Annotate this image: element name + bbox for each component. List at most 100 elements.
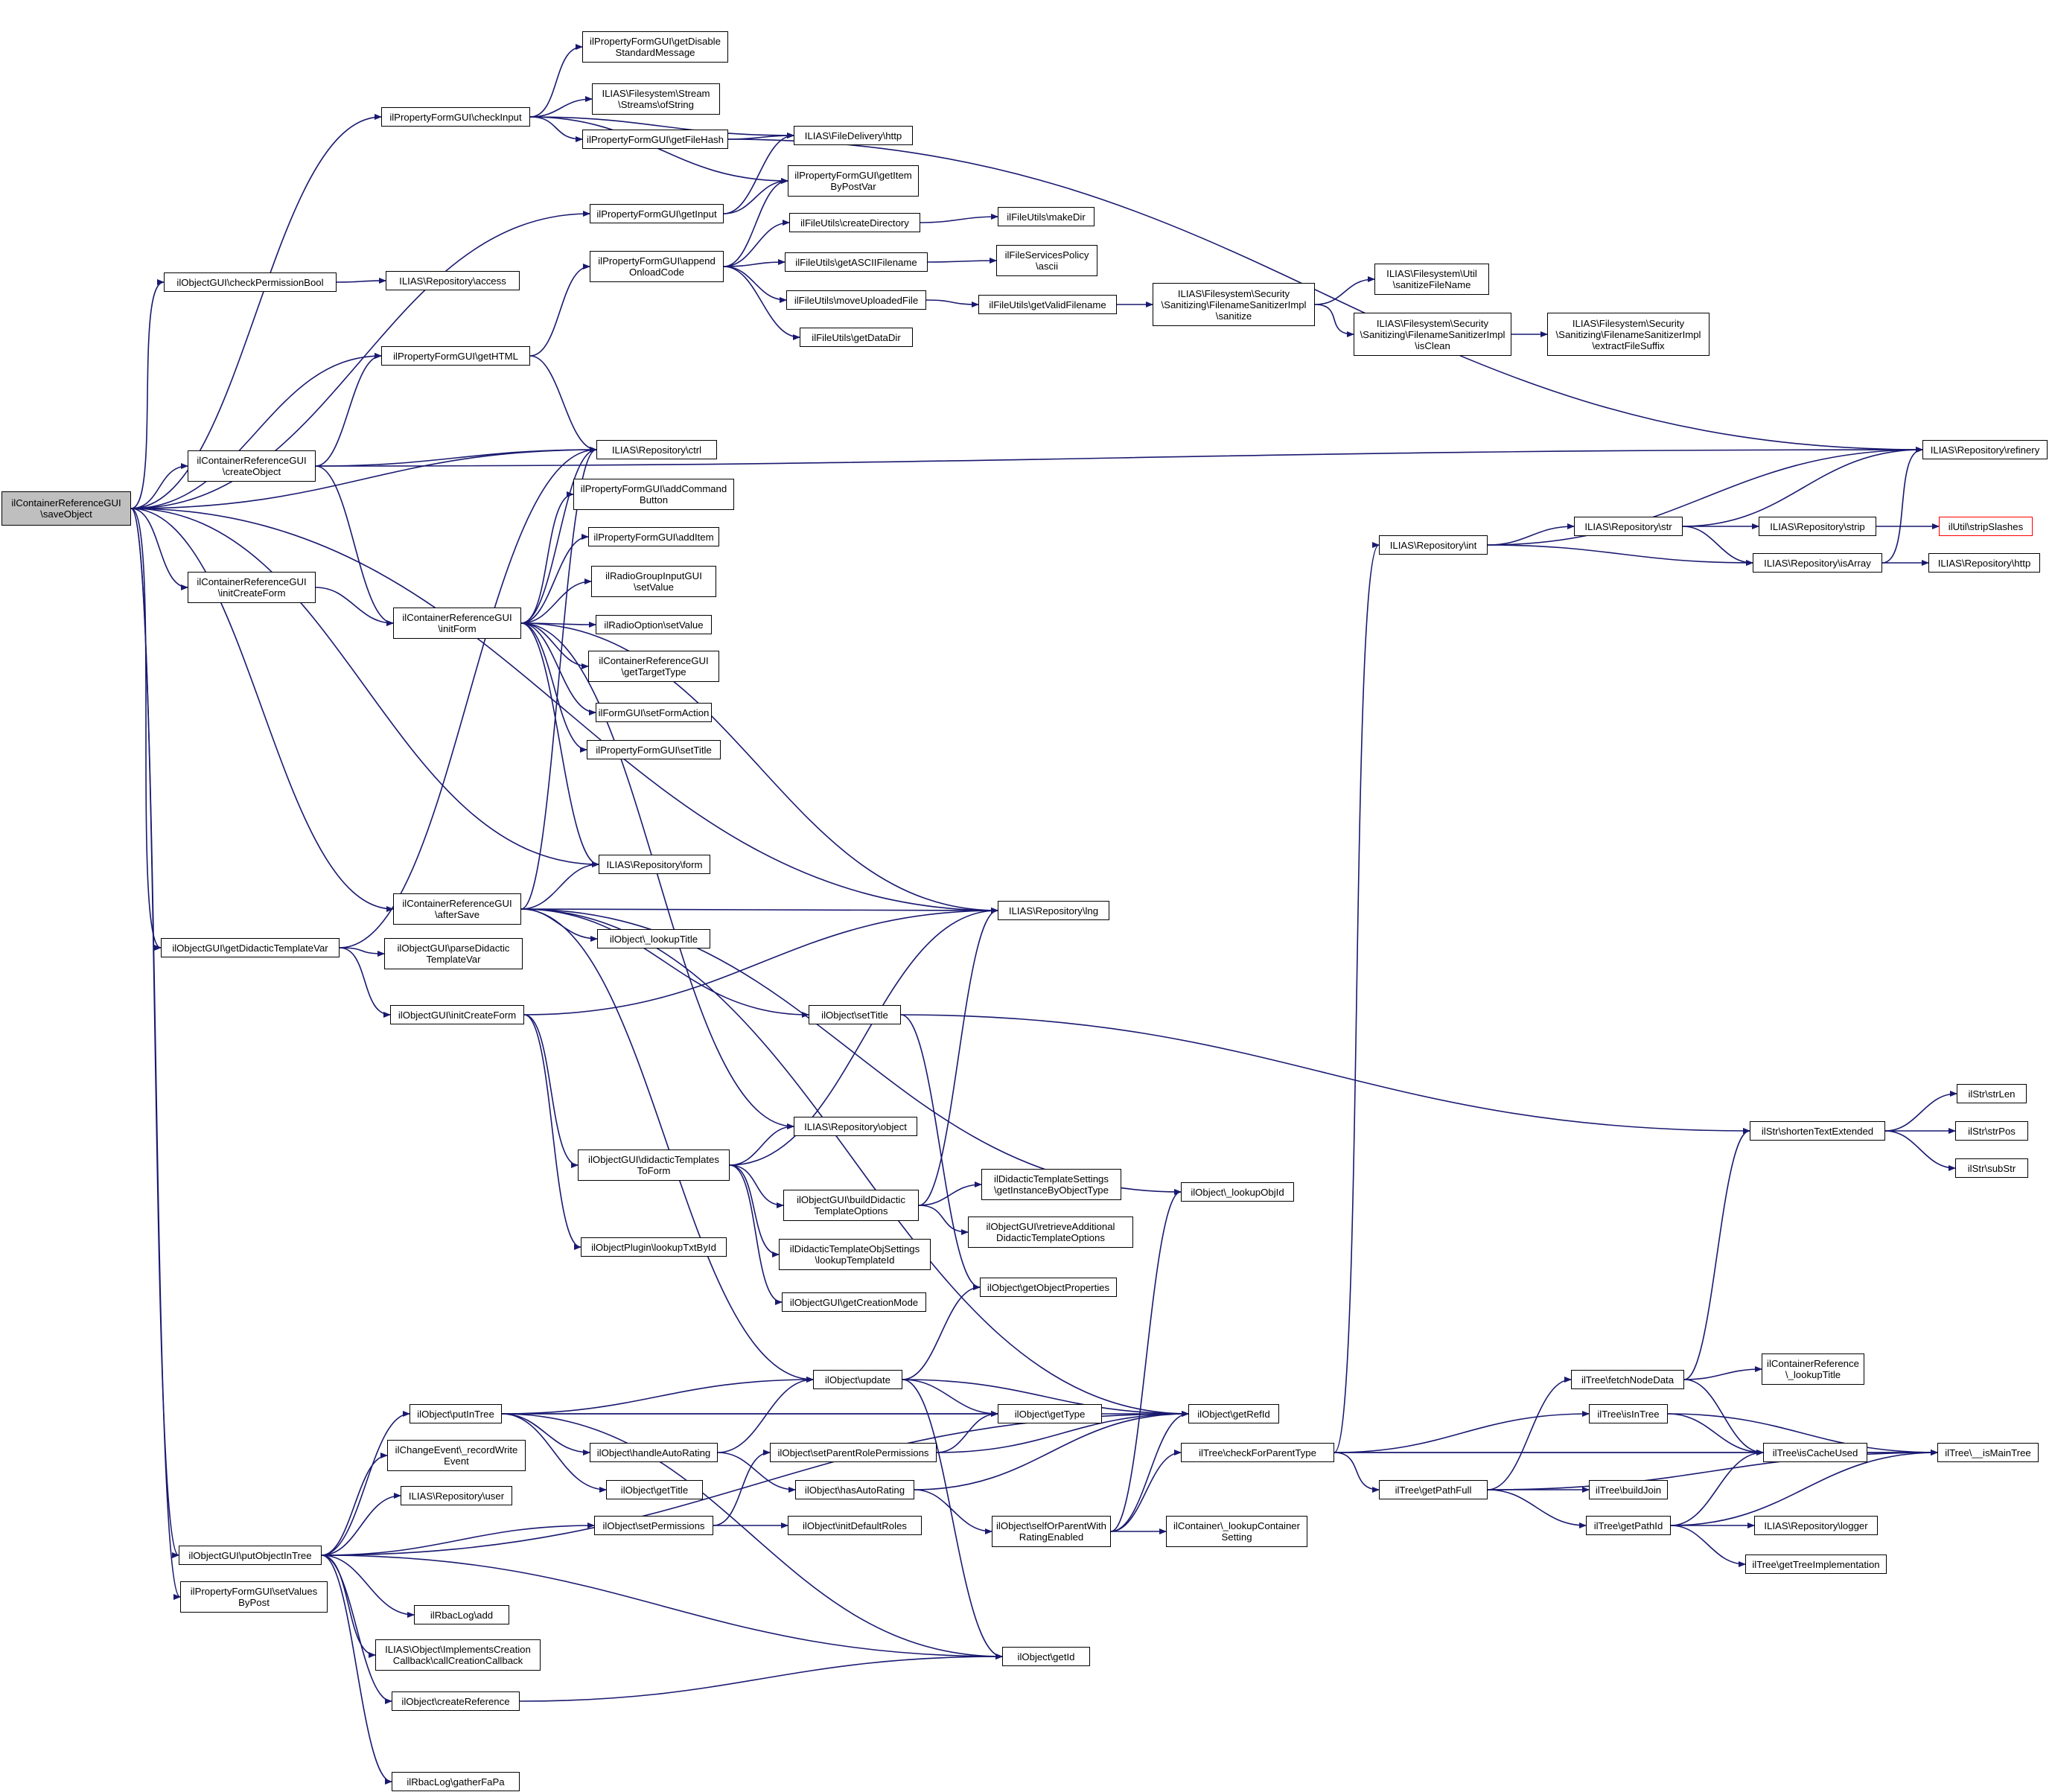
node-parseDidacticTemplateVar[interactable]: ilObjectGUI\parseDidactic TemplateVar: [384, 938, 523, 969]
node-setParentRolePermissions[interactable]: ilObject\setParentRolePermissions: [770, 1443, 937, 1462]
edge-n80-n64: [1487, 1377, 1572, 1490]
node-saveObject[interactable]: ilContainerReferenceGUI \saveObject: [1, 491, 131, 526]
node-callCreationCallback[interactable]: ILIAS\Object\ImplementsCreation Callback…: [375, 1639, 541, 1671]
node-getValidFilename[interactable]: ilFileUtils\getValidFilename: [978, 295, 1117, 314]
node-repository-refinery[interactable]: ILIAS\Repository\refinery: [1922, 440, 2048, 459]
node-lookupObjId[interactable]: ilObject\_lookupObjId: [1181, 1182, 1294, 1202]
node-didacticTemplatesToForm[interactable]: ilObjectGUI\didacticTemplates ToForm: [578, 1150, 730, 1181]
node-policy-ascii[interactable]: ilFileServicesPolicy \ascii: [996, 245, 1097, 276]
node-repository-logger[interactable]: ILIAS\Repository\logger: [1754, 1516, 1878, 1535]
node-getHTML[interactable]: ilPropertyFormGUI\getHTML: [381, 346, 530, 366]
node-setPermissions[interactable]: ilObject\setPermissions: [594, 1516, 713, 1535]
node-handleAutoRating[interactable]: ilObject\handleAutoRating: [590, 1443, 718, 1462]
node-repository-user[interactable]: ILIAS\Repository\user: [401, 1486, 512, 1505]
node-shortenTextExtended[interactable]: ilStr\shortenTextExtended: [1750, 1121, 1885, 1141]
node-isMainTree[interactable]: ilTree\__isMainTree: [1937, 1443, 2039, 1462]
node-getPathId[interactable]: ilTree\getPathId: [1586, 1516, 1671, 1535]
node-setFormAction[interactable]: ilFormGUI\setFormAction: [596, 703, 712, 722]
edge-n45-n49: [339, 947, 391, 1018]
node-repository-object[interactable]: ILIAS\Repository\object: [794, 1117, 917, 1136]
node-fetchNodeData[interactable]: ilTree\fetchNodeData: [1571, 1370, 1684, 1389]
node-lookupContainerSetting[interactable]: ilContainer\_lookupContainer Setting: [1166, 1516, 1307, 1547]
node-getTreeImplementation[interactable]: ilTree\getTreeImplementation: [1745, 1555, 1887, 1574]
node-retrieveAdditionalDidacticTemplateOptions[interactable]: ilObjectGUI\retrieveAdditional DidacticT…: [968, 1217, 1133, 1248]
node-getId[interactable]: ilObject\getId: [1002, 1647, 1090, 1666]
node-stripSlashes[interactable]: ilUtil\stripSlashes: [1939, 517, 2033, 536]
node-afterSave[interactable]: ilContainerReferenceGUI \afterSave: [393, 893, 521, 925]
node-isCacheUsed[interactable]: ilTree\isCacheUsed: [1763, 1443, 1867, 1462]
node-moveUploadedFile[interactable]: ilFileUtils\moveUploadedFile: [786, 290, 926, 310]
node-objectgui-initCreateForm[interactable]: ilObjectGUI\initCreateForm: [390, 1005, 524, 1024]
node-sanitizer-extractFileSuffix[interactable]: ILIAS\Filesystem\Security \Sanitizing\Fi…: [1547, 313, 1710, 356]
node-getCreationMode[interactable]: ilObjectGUI\getCreationMode: [782, 1292, 926, 1312]
node-repository-http[interactable]: ILIAS\Repository\http: [1928, 553, 2040, 573]
node-getTargetType[interactable]: ilContainerReferenceGUI \getTargetType: [588, 651, 719, 682]
node-getInput[interactable]: ilPropertyFormGUI\getInput: [590, 204, 724, 223]
node-createObject[interactable]: ilContainerReferenceGUI \createObject: [188, 450, 316, 482]
node-getFileHash[interactable]: ilPropertyFormGUI\getFileHash: [582, 130, 728, 149]
node-subStr[interactable]: ilStr\subStr: [1955, 1158, 2028, 1178]
node-form-setTitle[interactable]: ilPropertyFormGUI\setTitle: [587, 740, 721, 759]
node-repository-lng[interactable]: ILIAS\Repository\lng: [998, 901, 1109, 920]
node-selfOrParentWithRatingEnabled[interactable]: ilObject\selfOrParentWith RatingEnabled: [992, 1516, 1111, 1547]
node-checkForParentType[interactable]: ilTree\checkForParentType: [1181, 1443, 1334, 1462]
node-addItem[interactable]: ilPropertyFormGUI\addItem: [588, 527, 719, 546]
node-hasAutoRating[interactable]: ilObject\hasAutoRating: [795, 1480, 914, 1499]
node-initForm[interactable]: ilContainerReferenceGUI \initForm: [393, 608, 521, 639]
node-repository-str[interactable]: ILIAS\Repository\str: [1574, 517, 1683, 536]
node-rbaclog-add[interactable]: ilRbacLog\add: [414, 1605, 509, 1624]
node-putObjectInTree[interactable]: ilObjectGUI\putObjectInTree: [179, 1546, 322, 1565]
node-initCreateForm-container[interactable]: ilContainerReferenceGUI \initCreateForm: [188, 572, 316, 603]
node-initDefaultRoles[interactable]: ilObject\initDefaultRoles: [788, 1516, 922, 1535]
node-repository-form[interactable]: ILIAS\Repository\form: [599, 855, 710, 874]
node-object-update[interactable]: ilObject\update: [813, 1370, 902, 1389]
node-object-setTitle[interactable]: ilObject\setTitle: [809, 1005, 901, 1024]
node-getObjectProperties[interactable]: ilObject\getObjectProperties: [980, 1278, 1117, 1297]
node-createReference[interactable]: ilObject\createReference: [392, 1691, 520, 1711]
node-getInstanceByObjectType[interactable]: ilDidacticTemplateSettings \getInstanceB…: [981, 1169, 1121, 1200]
node-repository-isArray[interactable]: ILIAS\Repository\isArray: [1753, 553, 1882, 573]
node-getDataDir[interactable]: ilFileUtils\getDataDir: [800, 328, 913, 347]
node-getPathFull[interactable]: ilTree\getPathFull: [1379, 1480, 1488, 1499]
node-radiooption-setValue[interactable]: ilRadioOption\setValue: [596, 615, 712, 634]
node-buildJoin[interactable]: ilTree\buildJoin: [1589, 1480, 1668, 1499]
node-radiogroup-setValue[interactable]: ilRadioGroupInputGUI \setValue: [591, 566, 716, 597]
node-repository-int[interactable]: ILIAS\Repository\int: [1379, 535, 1488, 555]
node-getRefId[interactable]: ilObject\getRefId: [1188, 1404, 1279, 1423]
node-repository-strip[interactable]: ILIAS\Repository\strip: [1759, 517, 1876, 536]
node-lookupTxtById[interactable]: ilObjectPlugin\lookupTxtById: [581, 1237, 727, 1257]
node-getASCIIFilename[interactable]: ilFileUtils\getASCIIFilename: [785, 252, 928, 272]
node-makeDir[interactable]: ilFileUtils\makeDir: [998, 207, 1094, 226]
node-containerreference-lookupTitle[interactable]: ilContainerReference \_lookupTitle: [1762, 1353, 1864, 1385]
node-filedelivery-http[interactable]: ILIAS\FileDelivery\http: [794, 126, 913, 145]
node-ofString[interactable]: ILIAS\Filesystem\Stream \Streams\ofStrin…: [592, 83, 720, 115]
edge-n87-n67: [321, 1411, 410, 1556]
node-isInTree[interactable]: ilTree\isInTree: [1589, 1404, 1668, 1423]
node-strLen[interactable]: ilStr\strLen: [1957, 1084, 2027, 1103]
node-getTitle[interactable]: ilObject\getTitle: [606, 1480, 703, 1499]
node-repository-ctrl[interactable]: ILIAS\Repository\ctrl: [596, 440, 717, 459]
node-lookupTemplateId[interactable]: ilDidacticTemplateObjSettings \lookupTem…: [779, 1239, 931, 1270]
node-recordWriteEvent[interactable]: ilChangeEvent\_recordWrite Event: [387, 1440, 526, 1471]
node-checkPermissionBool[interactable]: ilObjectGUI\checkPermissionBool: [164, 272, 337, 292]
node-addCommandButton[interactable]: ilPropertyFormGUI\addCommand Button: [573, 479, 734, 510]
node-buildDidacticTemplateOptions[interactable]: ilObjectGUI\buildDidactic TemplateOption…: [783, 1190, 919, 1221]
node-getType[interactable]: ilObject\getType: [998, 1404, 1102, 1423]
node-sanitizer-isClean[interactable]: ILIAS\Filesystem\Security \Sanitizing\Fi…: [1354, 313, 1511, 356]
node-strPos[interactable]: ilStr\strPos: [1955, 1121, 2028, 1141]
node-setValuesByPost[interactable]: ilPropertyFormGUI\setValues ByPost: [180, 1581, 328, 1613]
node-sanitizeFileName[interactable]: ILIAS\Filesystem\Util \sanitizeFileName: [1374, 264, 1489, 295]
node-getItemByPostVar[interactable]: ilPropertyFormGUI\getItem ByPostVar: [788, 165, 919, 197]
node-lookupTitle[interactable]: ilObject\_lookupTitle: [597, 929, 710, 948]
node-appendOnloadCode[interactable]: ilPropertyFormGUI\append OnloadCode: [590, 251, 724, 282]
node-checkInput[interactable]: ilPropertyFormGUI\checkInput: [381, 107, 530, 127]
edge-n54-n61: [729, 1164, 780, 1257]
node-createDirectory[interactable]: ilFileUtils\createDirectory: [789, 213, 920, 232]
node-putInTree[interactable]: ilObject\putInTree: [410, 1404, 502, 1423]
node-repository-access[interactable]: ILIAS\Repository\access: [386, 271, 520, 290]
edge-n13-n9: [723, 220, 790, 267]
node-gatherFaPa[interactable]: ilRbacLog\gatherFaPa: [392, 1772, 520, 1791]
node-getDisableStandardMessage[interactable]: ilPropertyFormGUI\getDisable StandardMes…: [582, 31, 728, 63]
node-sanitizer-sanitize[interactable]: ILIAS\Filesystem\Security \Sanitizing\Fi…: [1153, 283, 1315, 326]
node-getDidacticTemplateVar[interactable]: ilObjectGUI\getDidacticTemplateVar: [161, 938, 340, 957]
